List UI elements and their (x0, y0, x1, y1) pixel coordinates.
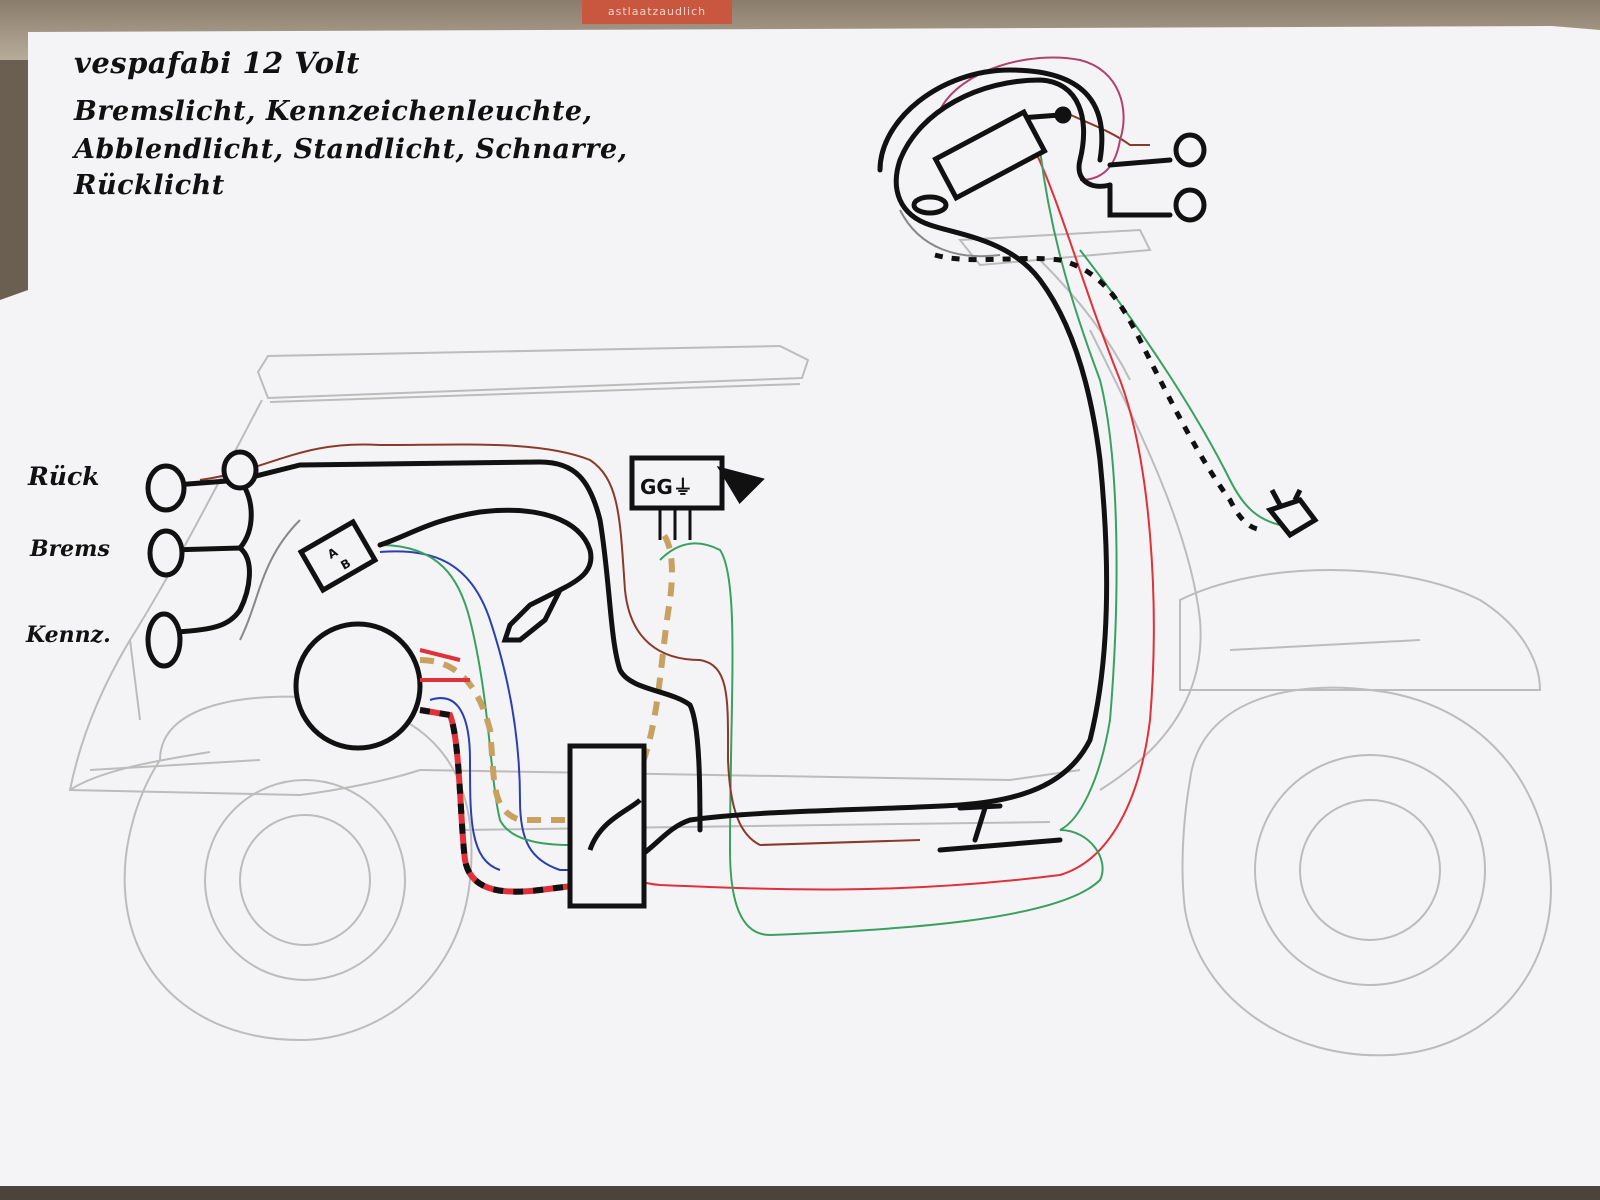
dashed-black-wire (934, 252, 1266, 533)
thin-wires (199, 56, 1281, 937)
corner-sticker: astlaatzaudlich (582, 0, 732, 24)
label-brems: Brems (30, 536, 110, 562)
label-rueck: Rück (28, 462, 100, 491)
brown-wire (199, 443, 921, 847)
red-wire (609, 139, 1155, 891)
diagram-subtitle-line-1: Bremslicht, Kennzeichenleuchte, (74, 96, 593, 127)
spark-plug-cap (501, 584, 566, 643)
brake-switch-dot (911, 194, 949, 216)
horn-circle (293, 621, 423, 751)
front-wheel-hub (1254, 754, 1486, 986)
regulator-arrow (716, 466, 765, 505)
bulb-brems (147, 528, 185, 578)
bulb-rueck-inner (221, 449, 259, 491)
handlebar-switch-dot (1054, 106, 1072, 124)
bulb-rueck-outer (145, 463, 187, 513)
dashed-red-black-wire (419, 707, 581, 895)
indicator-socket (1265, 488, 1319, 539)
horn-connector (419, 648, 470, 682)
rear-body-outline (68, 399, 421, 797)
paper-sheet (0, 26, 1600, 1190)
blue-wire (379, 550, 610, 871)
regulator-label: GG⏚ (640, 475, 693, 499)
seat-outline (256, 344, 810, 400)
headlight-box (932, 108, 1048, 202)
diagram-subtitle-line-3: Rücklicht (74, 170, 225, 201)
blue-wire-2 (429, 697, 501, 871)
gray-wire-2 (899, 209, 1001, 258)
front-light-bulb-bottom (1173, 187, 1207, 223)
dashed-wires (419, 252, 1266, 895)
front-light-bulb-top (1173, 132, 1207, 168)
dashed-tan-wire (419, 527, 675, 823)
front-fender (1179, 569, 1542, 691)
regulator-box (629, 455, 725, 511)
desk-strip (0, 1186, 1600, 1200)
components (145, 106, 1319, 909)
diagram-subtitle-line-2: Abblendlicht, Standlicht, Schnarre, (74, 134, 628, 165)
gray-wire (239, 519, 301, 641)
cdi-box (297, 518, 379, 594)
bulb-kennz (145, 611, 183, 669)
front-wheel (1181, 686, 1552, 1057)
label-kennz: Kennz. (26, 622, 111, 648)
rear-wheel-hub (204, 779, 406, 981)
diagram-title: vespafabi 12 Volt (74, 46, 360, 80)
green-wire (659, 149, 1118, 937)
